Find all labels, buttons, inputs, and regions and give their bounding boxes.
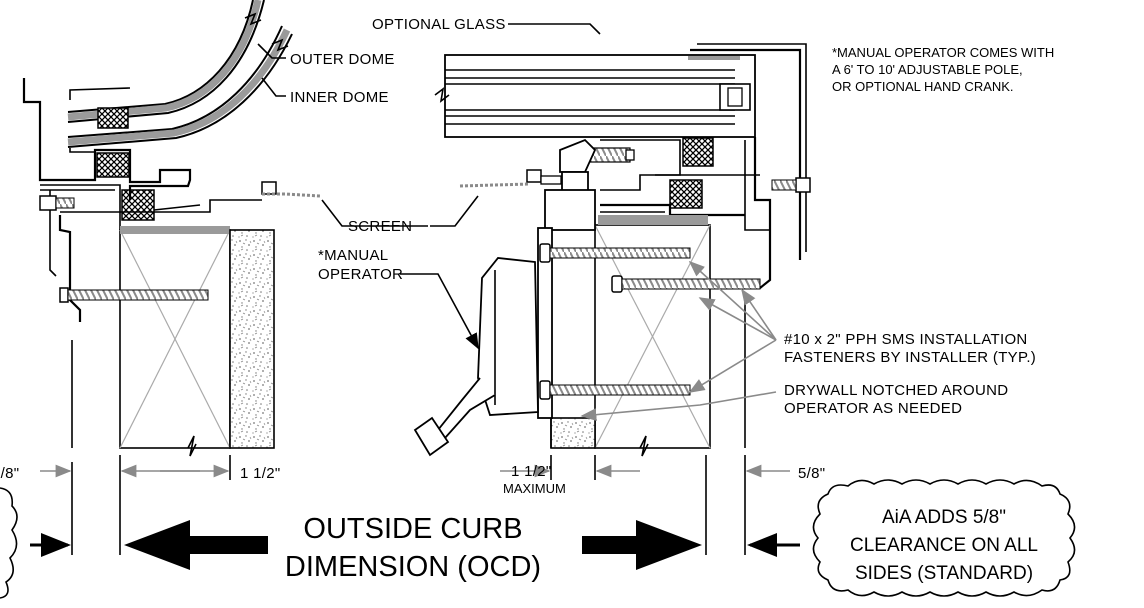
- ocd-title-line2: DIMENSION (OCD): [285, 551, 541, 583]
- operator-note-line3: OR OPTIONAL HAND CRANK.: [832, 79, 1014, 94]
- right-skylight-detail: [413, 43, 811, 457]
- manual-operator-label-line1: *MANUAL: [318, 247, 388, 264]
- drywall-note-line1: DRYWALL NOTCHED AROUND: [784, 382, 1008, 399]
- center-dimension-line1: 1 1/2": [511, 463, 552, 480]
- outer-dome-label: OUTER DOME: [290, 51, 395, 68]
- center-dimension-line2: MAXIMUM: [503, 481, 566, 496]
- left-drywall-dimension: 1 1/2": [240, 465, 281, 482]
- dimension-lines: [30, 455, 800, 570]
- ocd-arrow-left: [124, 520, 268, 570]
- fasteners-note-line1: #10 x 2" PPH SMS INSTALLATION: [784, 331, 1028, 348]
- operator-note-line2: A 6' TO 10' ADJUSTABLE POLE,: [832, 62, 1023, 77]
- screen-label: SCREEN: [348, 218, 412, 235]
- cloud-note-line2: CLEARANCE ON ALL: [850, 535, 1038, 556]
- inner-dome-label: INNER DOME: [290, 89, 389, 106]
- ocd-title-line1: OUTSIDE CURB: [303, 513, 522, 545]
- ocd-arrow-right: [582, 520, 702, 570]
- right-clearance-dimension: 5/8": [798, 465, 825, 482]
- left-clearance-dimension: 5/8": [0, 465, 19, 482]
- manual-operator-label-line2: OPERATOR: [318, 266, 403, 283]
- operator-note-line1: *MANUAL OPERATOR COMES WITH: [832, 45, 1054, 60]
- clearance-note-cloud: [812, 479, 1076, 597]
- left-partial-cloud: [0, 487, 18, 599]
- optional-glass-label: OPTIONAL GLASS: [372, 16, 506, 33]
- leader-lines: [257, 23, 777, 422]
- fasteners-note-line2: FASTENERS BY INSTALLER (TYP.): [784, 349, 1036, 366]
- left-skylight-detail: [22, 0, 321, 457]
- cloud-note-line3: SIDES (STANDARD): [855, 563, 1033, 584]
- drywall-note-line2: OPERATOR AS NEEDED: [784, 400, 962, 417]
- cloud-note-line1: AiA ADDS 5/8": [882, 507, 1006, 528]
